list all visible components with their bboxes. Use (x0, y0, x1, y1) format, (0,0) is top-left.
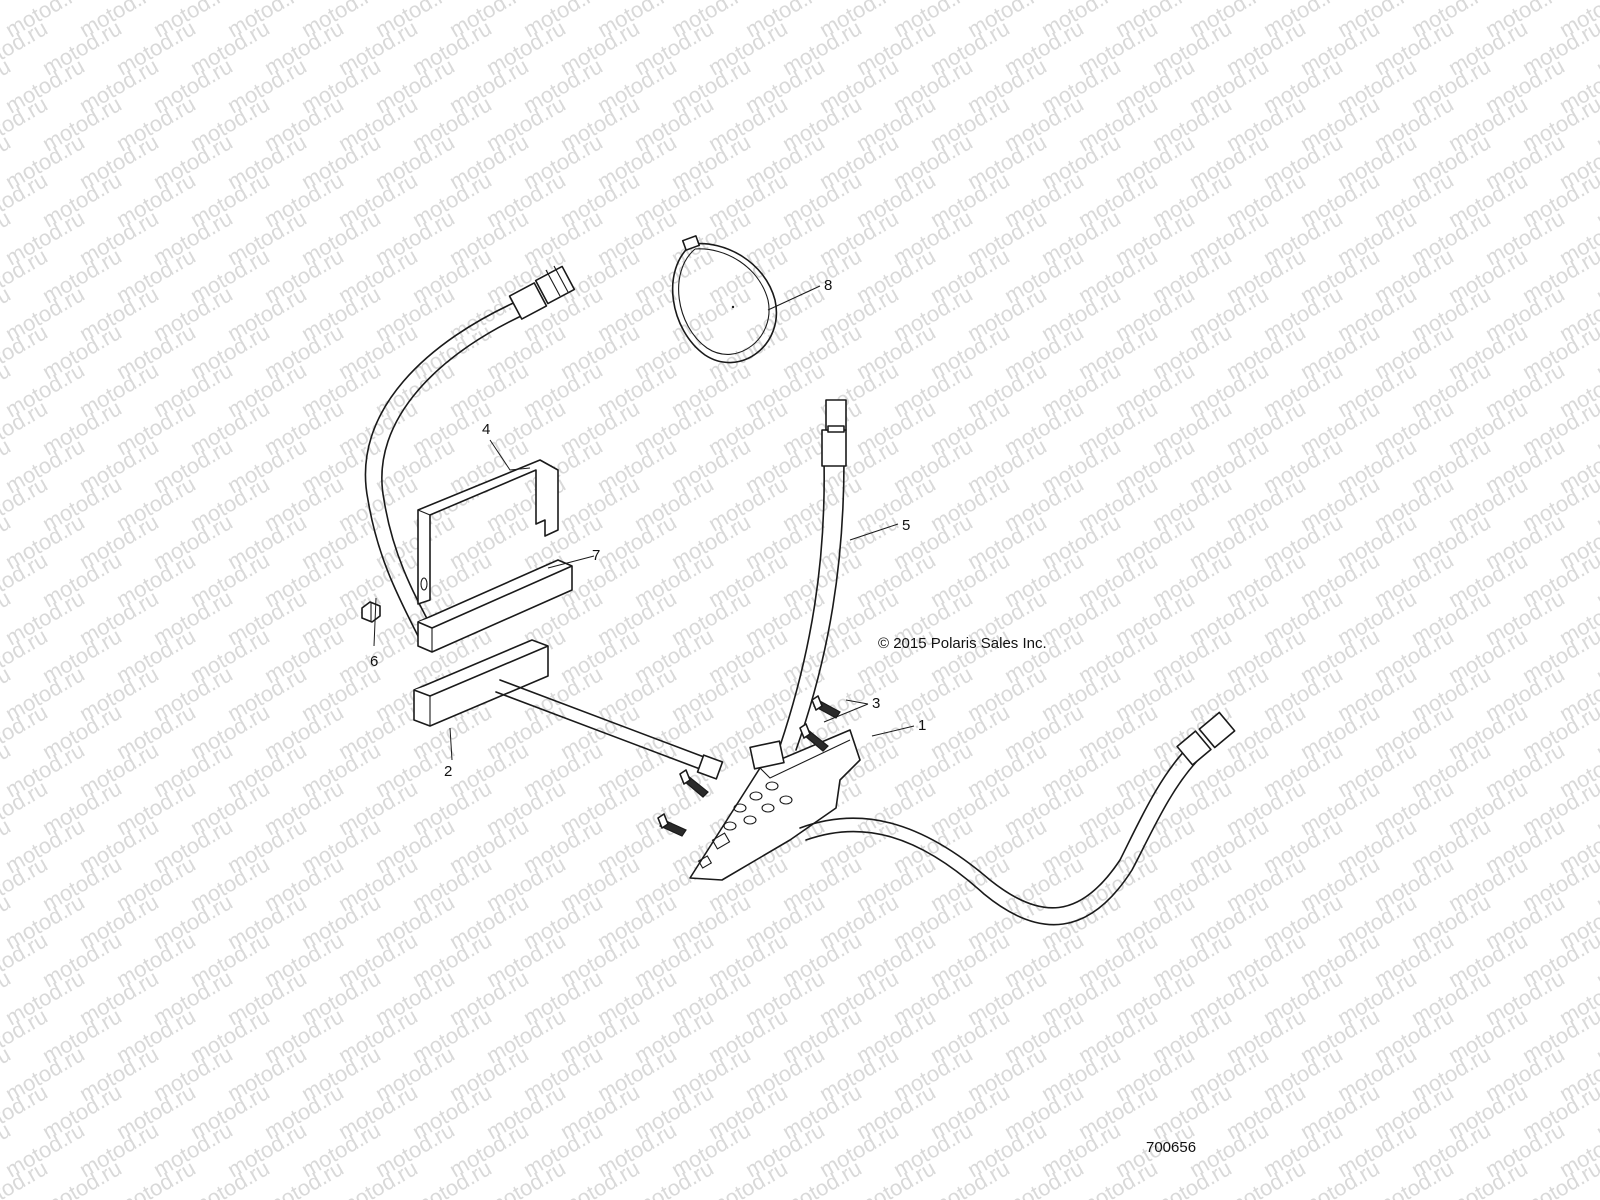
callout-7: 7 (592, 547, 600, 564)
callout-3: 3 (872, 695, 880, 712)
callout-5: 5 (902, 517, 910, 534)
callout-1: 1 (918, 717, 926, 734)
callout-8: 8 (824, 277, 832, 294)
copyright-text: © 2015 Polaris Sales Inc. (878, 635, 1047, 652)
callout-4: 4 (482, 421, 490, 438)
drawing-id: 700656 (1146, 1139, 1196, 1156)
part-6-bolt (361, 601, 381, 623)
callout-6: 6 (370, 653, 378, 670)
callout-2: 2 (444, 763, 452, 780)
